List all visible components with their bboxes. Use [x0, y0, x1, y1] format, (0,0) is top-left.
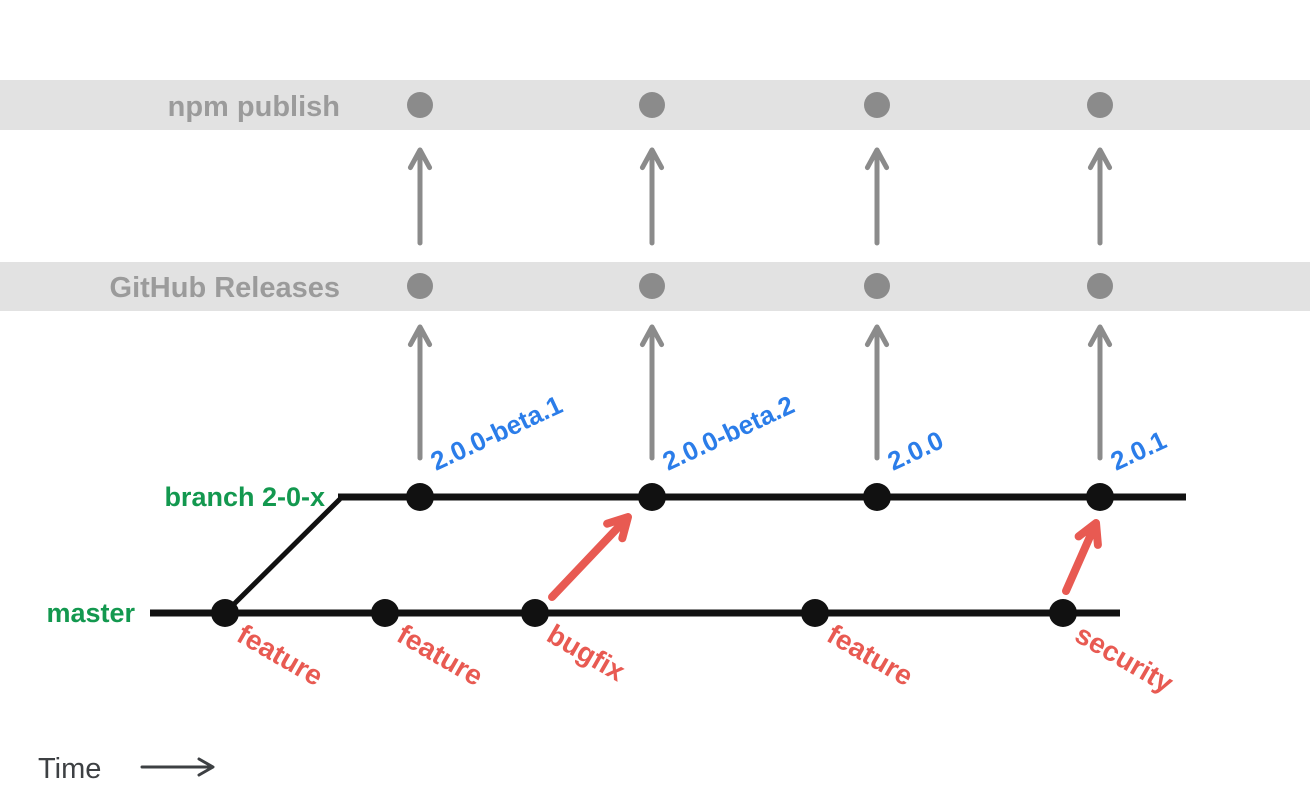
master-label: master: [46, 598, 135, 628]
master-commit: [1049, 599, 1077, 627]
github-releases-label: GitHub Releases: [110, 272, 340, 304]
branch-commit: [406, 483, 434, 511]
npm-publish-arrow: [864, 147, 890, 246]
version-label: 2.0.0-beta.1: [426, 389, 567, 476]
npm-publish-node: [1087, 92, 1113, 118]
npm-publish-node: [864, 92, 890, 118]
version-label: 2.0.0: [883, 425, 948, 477]
github-release-arrow: [864, 324, 890, 461]
commit-type-label: feature: [232, 618, 328, 692]
npm-publish-node: [407, 92, 433, 118]
merge-arrow: [1062, 519, 1102, 595]
master-commit: [801, 599, 829, 627]
github-release-node: [639, 273, 665, 299]
github-release-node: [407, 273, 433, 299]
master-commit: [371, 599, 399, 627]
version-label: 2.0.0-beta.2: [658, 389, 799, 476]
branch-commit: [1086, 483, 1114, 511]
time-axis-label: Time: [38, 753, 101, 785]
branch-2-0-x-label: branch 2-0-x: [164, 482, 325, 512]
npm-publish-label: npm publish: [168, 91, 340, 123]
merge-arrow: [548, 513, 632, 601]
github-release-node: [1087, 273, 1113, 299]
npm-publish-arrow: [639, 147, 665, 246]
branch-commit: [638, 483, 666, 511]
branch-fork-line: [225, 497, 342, 613]
commit-type-label: feature: [822, 618, 918, 692]
version-label: 2.0.1: [1106, 425, 1171, 477]
npm-publish-node: [639, 92, 665, 118]
master-commit: [521, 599, 549, 627]
github-release-arrow: [407, 324, 433, 461]
commit-type-label: security: [1070, 618, 1179, 699]
github-release-arrow: [639, 324, 665, 461]
npm-publish-arrow: [407, 147, 433, 246]
commit-type-label: feature: [392, 618, 488, 692]
npm-publish-arrow: [1087, 147, 1113, 246]
github-release-arrow: [1087, 324, 1113, 461]
generated-diagram-elements: 2.0.0-beta.1 2.0.0-beta.2 2.0.0 2.0.1 featur…: [211, 92, 1179, 699]
github-release-node: [864, 273, 890, 299]
master-commit: [211, 599, 239, 627]
time-arrow-icon: [140, 757, 215, 777]
commit-type-label: bugfix: [542, 618, 631, 687]
branch-commit: [863, 483, 891, 511]
